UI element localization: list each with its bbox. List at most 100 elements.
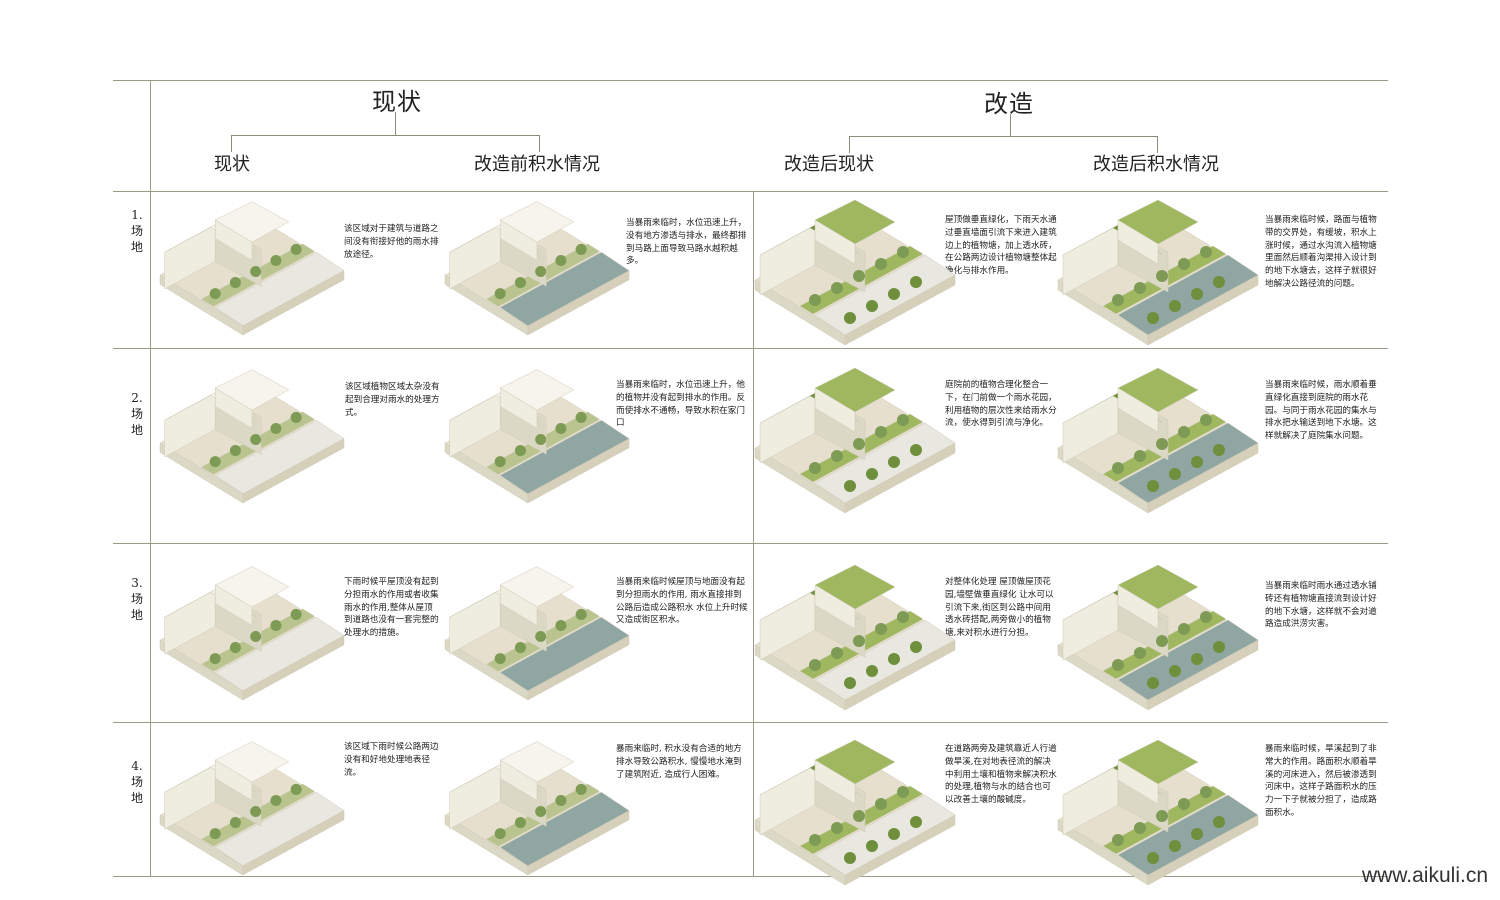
tree — [1134, 822, 1146, 834]
tree — [1178, 258, 1190, 270]
tree — [535, 806, 547, 818]
row-3-flood-description: 当暴雨来临时候屋顶与地面没有起到分担雨水的作用, 雨水直接排到公路后造成公路积水… — [616, 577, 748, 626]
green-roof — [814, 199, 896, 245]
tree — [250, 434, 262, 446]
planting-strip — [799, 785, 924, 855]
building-front — [499, 759, 538, 801]
tree — [1191, 653, 1203, 665]
building-front — [214, 759, 253, 801]
roof — [449, 224, 542, 253]
tree — [897, 611, 909, 623]
building-side — [214, 224, 262, 287]
row-label-char: 地 — [130, 240, 143, 254]
building-front — [814, 584, 856, 630]
row-label-char: 场 — [130, 407, 143, 421]
ground-slab — [444, 759, 630, 867]
planting-strip — [485, 783, 601, 847]
group-title-renovation: 改造 — [984, 90, 1034, 118]
planting-strip — [200, 243, 316, 307]
road — [214, 251, 345, 327]
tree — [910, 276, 922, 288]
row-label-char: 地 — [130, 423, 143, 437]
roof — [214, 201, 290, 243]
roof — [214, 566, 290, 608]
row-1-current-description: 该区域对于建筑与道路之间没有衔接好他的雨水排放途径。 — [344, 224, 439, 260]
tree — [1200, 246, 1212, 258]
flooded-road — [1117, 794, 1259, 876]
tree — [494, 288, 506, 300]
row-rule-3 — [113, 722, 1388, 723]
tree — [831, 822, 843, 834]
building-front — [759, 589, 816, 661]
tree — [290, 608, 302, 620]
row-number: 2. — [131, 391, 143, 405]
ground-slab — [444, 219, 630, 327]
ground-slab-side — [1147, 442, 1259, 514]
ground-slab — [1057, 387, 1259, 504]
building-front — [449, 224, 501, 290]
tree — [809, 462, 821, 474]
group-title-current: 现状 — [372, 88, 422, 116]
building-side — [1117, 589, 1169, 658]
green-roof — [1117, 739, 1199, 785]
label-column-divider — [150, 80, 151, 876]
tree — [209, 288, 221, 300]
ground-slab — [159, 219, 345, 327]
tree — [514, 642, 526, 654]
ground-slab — [1057, 584, 1259, 701]
building-front — [164, 392, 216, 458]
tree — [866, 840, 878, 852]
ground-slab — [1057, 759, 1259, 876]
row-rule-2 — [113, 543, 1388, 544]
tree — [897, 246, 909, 258]
ground-slab — [444, 387, 630, 495]
row-label-char: 场 — [130, 775, 143, 789]
roof — [214, 369, 290, 411]
green-roof — [814, 367, 896, 413]
green-roof — [1062, 589, 1164, 621]
green-roof — [1062, 764, 1164, 796]
tree — [209, 828, 221, 840]
ground-slab-side — [844, 639, 956, 711]
tree — [809, 834, 821, 846]
tree — [575, 411, 587, 423]
tree — [809, 294, 821, 306]
ground-slab — [754, 387, 956, 504]
planting-strip — [799, 245, 924, 315]
tree — [514, 817, 526, 829]
column-title-after: 改造后现状 — [784, 154, 874, 175]
road — [214, 419, 345, 495]
tree — [1112, 294, 1124, 306]
building-front — [759, 764, 816, 836]
tree — [1147, 480, 1159, 492]
tree — [494, 828, 506, 840]
tree — [888, 653, 900, 665]
tree — [866, 665, 878, 677]
tree — [575, 608, 587, 620]
row-label-3: 3. 场 地 — [122, 575, 152, 623]
building-front — [1117, 219, 1159, 265]
ground-slab-side — [527, 270, 630, 336]
green-roof — [1062, 224, 1164, 256]
roof — [449, 589, 542, 618]
row-4-after-description: 在道路两旁及建筑靠近人行道做旱溪,在对地表径流的解决中利用土壤和植物来解决积水的… — [945, 744, 1057, 806]
building-side — [814, 392, 866, 461]
tree — [1200, 786, 1212, 798]
green-roof — [759, 764, 861, 796]
tree — [1112, 462, 1124, 474]
bracket-stem-current — [395, 112, 396, 135]
planting-strip — [200, 783, 316, 847]
roof — [499, 566, 575, 608]
ground-slab-side — [844, 442, 956, 514]
tree — [831, 282, 843, 294]
tree — [270, 254, 282, 266]
tree — [853, 270, 865, 282]
tree — [535, 631, 547, 643]
road — [814, 619, 956, 701]
row-1-after-flood-description: 当暴雨来临时候，路面与植物带的交界处，有缓坡，积水上涨时候，通过水沟流入植物塘里… — [1265, 215, 1377, 289]
ground-slab-side — [444, 442, 529, 504]
tree — [1147, 677, 1159, 689]
planting-strip — [799, 610, 924, 680]
row-1-flood-description: 当暴雨来临时，水位迅速上升，没有地方渗透与排水，最终都排到马路上面导致马路水越积… — [626, 218, 747, 267]
